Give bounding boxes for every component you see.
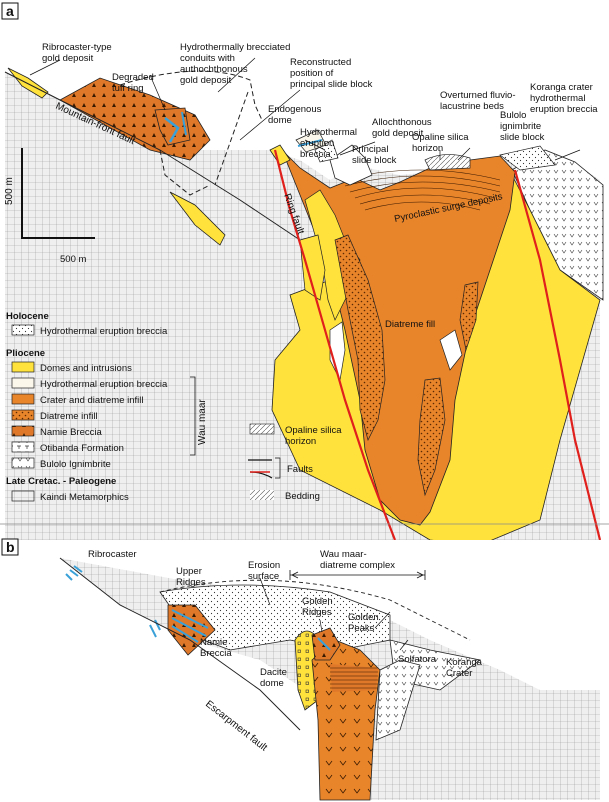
panel-a-tag: a: [6, 3, 14, 19]
scale-vertical-label: 500 m: [4, 177, 15, 205]
legend-pliocene-item-5: Otibanda Formation: [40, 443, 124, 454]
label-solfatora: Solfatora: [398, 654, 437, 665]
legend-bedding-symbol: [250, 490, 274, 500]
ring-fault-west: [273, 149, 397, 541]
legend-late-heading: Late Cretac. - Paleogene: [6, 476, 116, 487]
escarpment-fault: [59, 557, 301, 731]
legend-holocene-heading: Holocene: [6, 311, 49, 322]
label-overturned: Overturned fluvio-lacustrine beds: [440, 90, 516, 112]
panel-a: a W E Pyroclastic surge deposits: [0, 2, 604, 546]
legend-pliocene-item-6: Bulolo Ignimbrite: [40, 459, 111, 470]
legend-swatch-kaindi: [11, 490, 35, 502]
legend-opaline-symbol: [249, 423, 275, 435]
legend-swatch-bulolo: [11, 457, 35, 469]
label-escarpment-fault: Escarpment fault: [203, 699, 269, 754]
legend-pliocene-item-0: Domes and intrusions: [40, 363, 132, 374]
bedding-b: [330, 667, 378, 689]
scale-horizontal-label: 500 m: [60, 254, 86, 265]
namie-breccia-b: [167, 604, 216, 656]
panel-b: b W E Escarpment fault: [1, 538, 600, 801]
wau-complex-bracket: [289, 570, 426, 580]
dacite-dome: [294, 630, 319, 711]
legend-swatch-otibanda: [11, 441, 35, 453]
legend-swatch-diatreme-infill: [11, 409, 35, 421]
legend-pliocene-item-3: Diatreme infill: [40, 411, 98, 422]
diatreme-infill-dike: [334, 234, 386, 441]
label-diatreme-fill: Diatreme fill: [385, 319, 435, 330]
legend-pliocene-heading: Pliocene: [6, 348, 45, 359]
ring-fault-east: [513, 169, 602, 541]
pyroclastic-surge-deposits: [339, 169, 501, 211]
panel-b-tag-box: [1, 538, 19, 556]
legend-faults-label: Faults: [287, 464, 313, 475]
reconstructed-slide-block: [119, 70, 263, 196]
diatreme-b: [311, 639, 381, 801]
legend-pliocene-item-1: Hydrothermal eruption breccia: [40, 379, 168, 390]
legend: Holocene Hydrothermal eruption breccia P…: [6, 311, 342, 503]
legend-pliocene-item-4: Namie Breccia: [40, 427, 102, 438]
legend-late-item-0: Kaindi Metamorphics: [40, 492, 129, 503]
legend-swatch-namie: [11, 425, 35, 437]
scale-bar: [21, 148, 95, 239]
label-wau-complex: Wau maar-diatreme complex: [320, 549, 395, 571]
label-diatreme-fill-text: Diatreme fill: [385, 319, 435, 330]
legend-wau-maar: Wau maar: [197, 399, 208, 445]
hydrothermal-conduit: [164, 117, 180, 143]
conduits-b: [65, 565, 209, 643]
panel-b-tag: b: [6, 539, 15, 555]
panel-a-tag-box: [1, 2, 19, 20]
legend-swatch-domes: [11, 361, 35, 373]
legend-bedding-label: Bedding: [285, 491, 320, 502]
ribrocaster-gold-body: [7, 67, 49, 99]
legend-holocene-item-0: Hydrothermal eruption breccia: [40, 326, 168, 337]
legend-swatch-hydro-eruption: [11, 377, 35, 389]
label-ribrocaster-b: Ribrocaster: [88, 549, 137, 560]
legend-swatch-crater-infill: [11, 393, 35, 405]
mountain-front-fault: [4, 71, 301, 241]
legend-pliocene-item-2: Crater and diatreme infill: [40, 395, 144, 406]
legend-swatch-holocene-hydro: [11, 324, 35, 336]
